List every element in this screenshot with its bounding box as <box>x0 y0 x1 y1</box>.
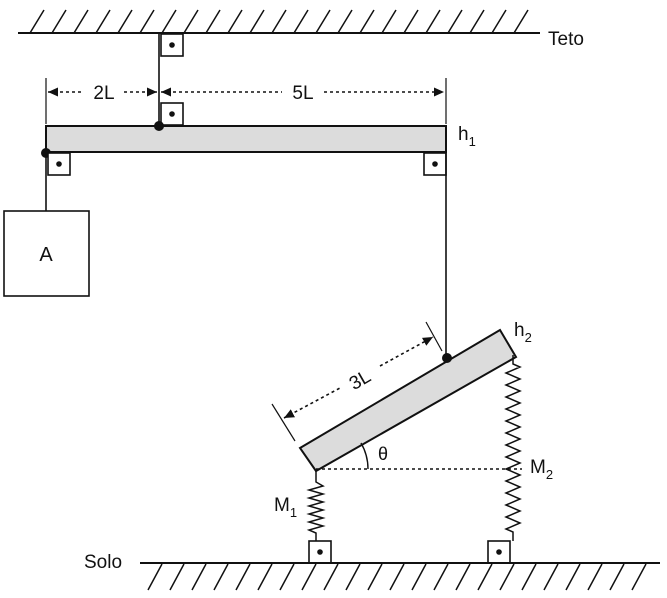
ceiling <box>18 9 540 34</box>
dimension-3L <box>271 321 443 442</box>
bar-pivot-point <box>154 121 164 131</box>
dim-2L-label: 2L <box>93 83 114 104</box>
ceiling-hatching <box>29 9 529 34</box>
inclined-bar-attach-point <box>442 353 452 363</box>
horizontal-bar <box>45 125 447 153</box>
ground-support-left <box>308 540 332 564</box>
ground-label: Solo <box>84 552 122 573</box>
angle-arc <box>360 442 369 470</box>
dim-3L-label: 3L <box>346 366 375 395</box>
dim-5L-label: 5L <box>292 83 313 104</box>
h2-label: h2 <box>514 320 532 345</box>
bar-left-pulley <box>47 152 71 176</box>
ceiling-label: Teto <box>548 29 584 50</box>
spring-M1 <box>306 471 326 541</box>
m1-label: M1 <box>274 495 297 520</box>
h1-label: h1 <box>458 124 476 149</box>
m2-label: M2 <box>530 457 553 482</box>
ceiling-pulley <box>160 33 184 57</box>
spring-M2 <box>504 355 522 541</box>
bar-top-pulley <box>160 102 184 126</box>
inclined-bar <box>298 328 518 473</box>
ground-hatching <box>147 563 647 591</box>
bar-right-pulley <box>423 152 447 176</box>
block-A-label: A <box>39 244 53 266</box>
block-A <box>3 210 90 297</box>
dimension-top <box>45 78 447 124</box>
ground-support-right <box>487 540 511 564</box>
ground <box>140 562 660 591</box>
angle-label: θ <box>378 444 388 464</box>
